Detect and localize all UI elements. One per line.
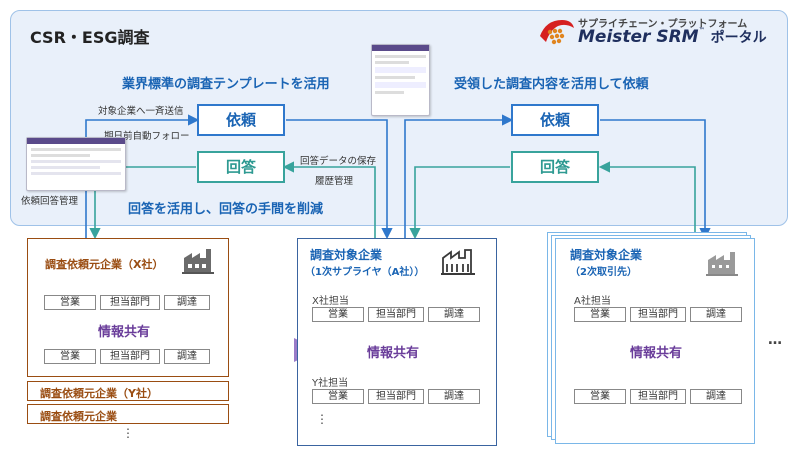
tier1-title: 調査対象企業	[310, 248, 383, 262]
right-flow-heading: 受領した調査内容を活用して依頼	[454, 77, 649, 92]
tier2-title: 調査対象企業	[570, 248, 643, 262]
tier2-chip-sales-2: 営業	[574, 389, 626, 404]
tier1-answer-line	[282, 161, 376, 238]
meister-logo-icon	[540, 20, 574, 45]
requester-other-box: 調査依頼元企業	[27, 404, 229, 424]
tier1-ellipsis: ⋮	[316, 412, 328, 426]
right-request-box: 依頼	[511, 104, 599, 136]
note-auto-follow: 期日前自動フォロー	[104, 131, 190, 142]
tier2-chip-procurement: 調達	[690, 307, 742, 322]
tier1-chip-sales-2: 営業	[312, 389, 364, 404]
tier1-chip-procurement-2: 調達	[428, 389, 480, 404]
right-answer-box: 回答	[511, 151, 599, 183]
tier2-request-line	[600, 119, 711, 240]
tier2-chip-sales: 営業	[574, 307, 626, 322]
left-flow-bottom-heading: 回答を活用し、回答の手間を削減	[128, 202, 324, 217]
requester-ellipsis: ⋮	[122, 426, 134, 440]
tier1-chip-sales: 営業	[312, 307, 364, 322]
tier2-chip-procurement-2: 調達	[690, 389, 742, 404]
requester-chip-dept: 担当部門	[100, 295, 160, 310]
tier2-answer-line	[598, 161, 696, 238]
tier2-group-a: A社担当	[574, 296, 611, 307]
tier1-chip-dept-2: 担当部門	[368, 389, 424, 404]
requester-chip-sales: 営業	[44, 295, 96, 310]
more-suppliers-ellipsis: …	[768, 332, 782, 348]
note-data-save: 回答データの保存	[300, 156, 377, 167]
requester-chip-dept-2: 担当部門	[100, 349, 160, 364]
requester-x-title: 調査依頼元企業（X社）	[45, 258, 164, 271]
management-screenshot-thumbnail	[26, 137, 126, 191]
tier1-supplier-box	[297, 238, 497, 446]
tier2-chip-dept: 担当部門	[630, 307, 686, 322]
requester-chip-sales-2: 営業	[44, 349, 96, 364]
left-flow-heading: 業界標準の調査テンプレートを活用	[122, 77, 330, 92]
left-request-box: 依頼	[197, 104, 285, 136]
brand-subtitle: サプライチェーン・プラットフォーム	[578, 19, 748, 30]
tier1-subtitle: （1次サプライヤ（A社））	[305, 267, 425, 278]
requester-y-box: 調査依頼元企業（Y社）	[27, 381, 229, 401]
requester-share-label: 情報共有	[97, 325, 150, 340]
template-screenshot-thumbnail	[371, 44, 430, 116]
requester-chip-procurement-2: 調達	[164, 349, 210, 364]
requester-chip-procurement: 調達	[164, 295, 210, 310]
factory-icon	[706, 252, 738, 276]
note-history: 履歴管理	[315, 176, 354, 187]
page-title: CSR・ESG調査	[30, 28, 150, 47]
tier2-chip-dept-2: 担当部門	[630, 389, 686, 404]
right-answer-line	[409, 166, 510, 240]
left-answer-box: 回答	[197, 151, 285, 183]
tier1-group-x: X社担当	[312, 296, 349, 307]
factory-icon	[182, 249, 214, 274]
manage-label: 依頼回答管理	[21, 196, 79, 207]
right-request-line	[404, 114, 514, 238]
tier2-subtitle: （2次取引先）	[570, 267, 637, 278]
tier1-group-y: Y社担当	[312, 378, 349, 389]
tier1-request-line	[286, 119, 393, 240]
left-request-line	[85, 114, 200, 238]
note-bulk-send: 対象企業へ一斉送信	[98, 106, 184, 117]
tier1-share-label: 情報共有	[366, 346, 419, 361]
factory-icon	[441, 249, 475, 275]
tier2-share-label: 情報共有	[629, 346, 682, 361]
tier1-chip-procurement: 調達	[428, 307, 480, 322]
tier1-chip-dept: 担当部門	[368, 307, 424, 322]
